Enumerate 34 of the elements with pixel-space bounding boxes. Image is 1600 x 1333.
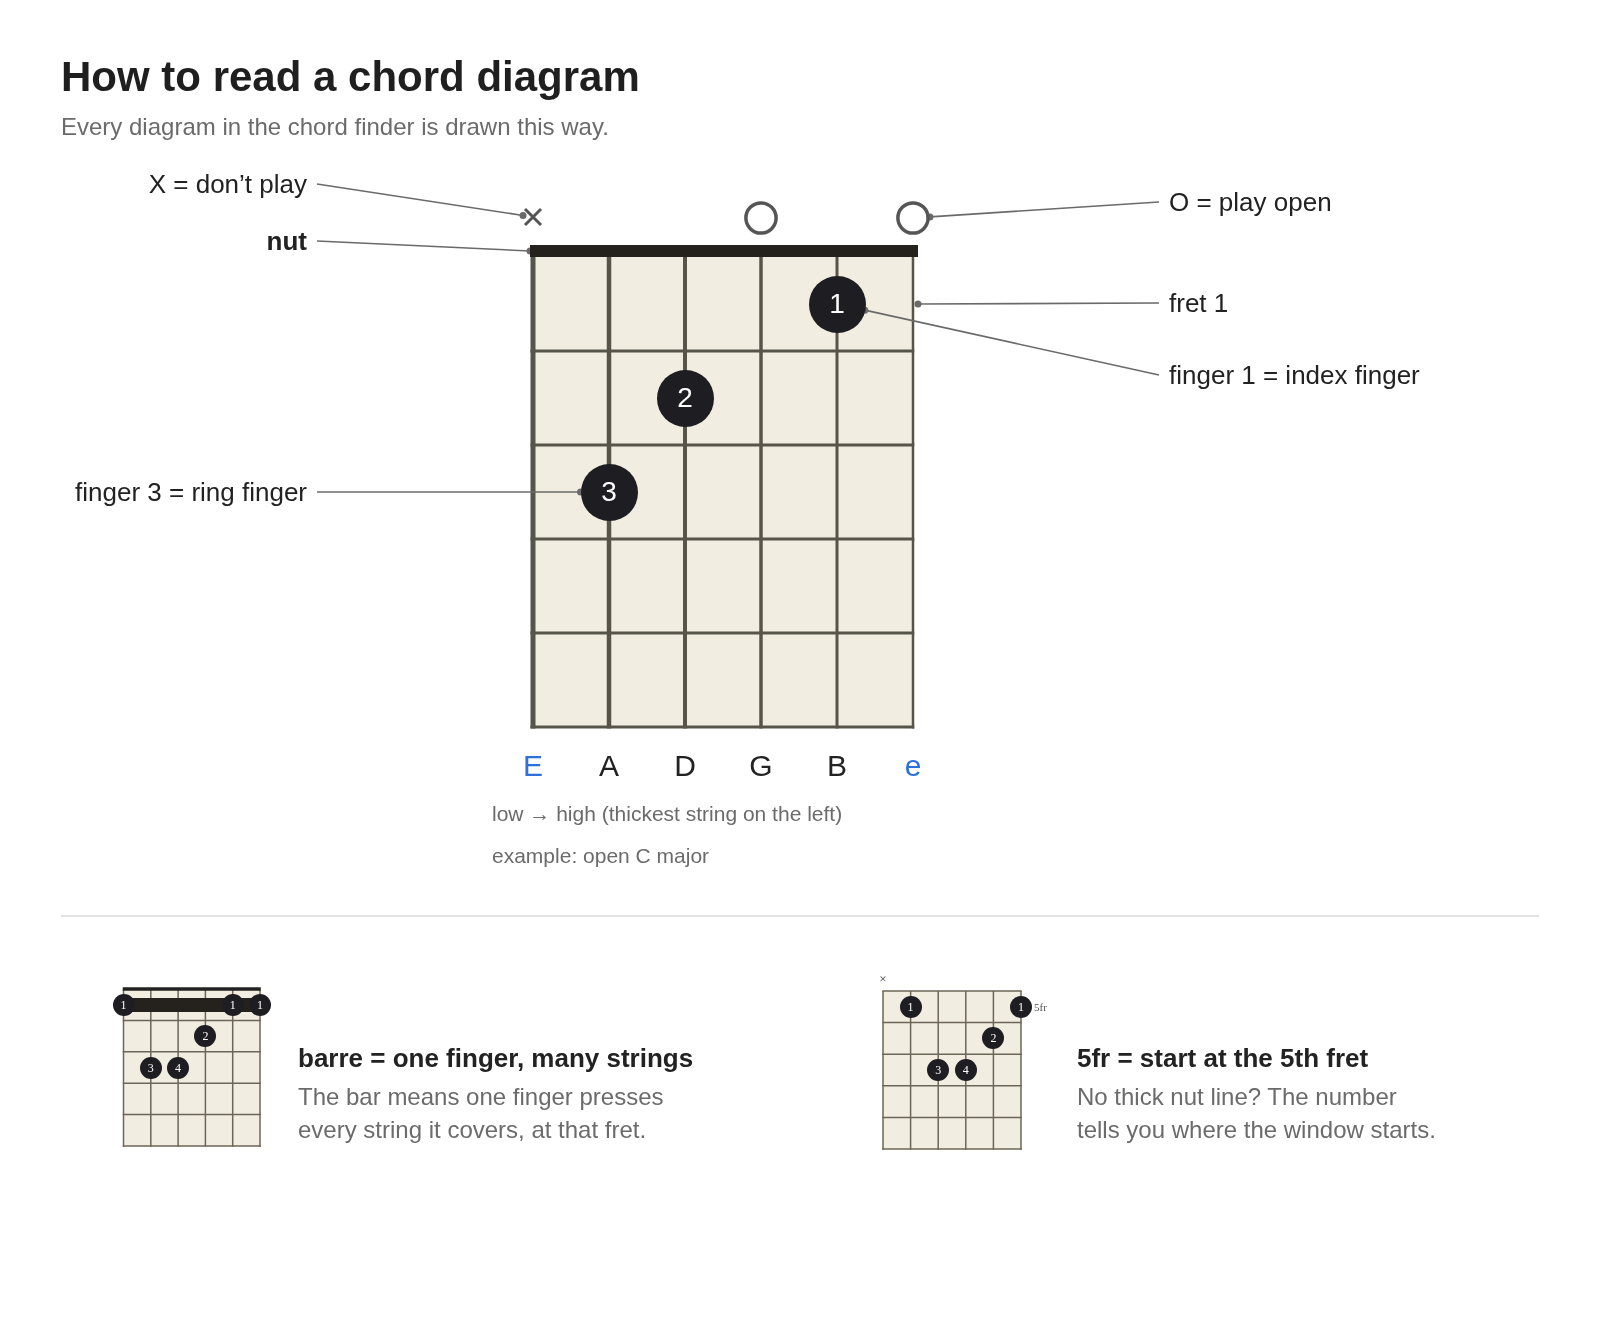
string-name: D <box>674 748 696 784</box>
x-mark-icon <box>523 207 543 227</box>
chord-grid <box>111 987 273 1148</box>
ring-icon <box>744 201 778 235</box>
leader-line <box>316 488 584 496</box>
string-name: E <box>523 748 543 784</box>
leader-line <box>926 201 1160 221</box>
leader-line <box>914 300 1160 308</box>
title: How to read a chord diagram <box>61 52 640 102</box>
note-text: example: open C major <box>492 843 710 869</box>
barre-bar <box>112 994 271 1016</box>
fret-number-label: 5fr <box>1034 1000 1047 1014</box>
fretboard-grid <box>530 245 918 729</box>
note-text: low → high (thickest string on the left) <box>492 801 843 827</box>
callout-label: X = don’t play <box>148 169 307 199</box>
string-name: e <box>904 748 922 784</box>
subtitle: Every diagram in the chord finder is drawn this way. <box>61 112 609 142</box>
tip-heading: 5fr = start at the 5th fret <box>1077 1042 1369 1074</box>
string-name: A <box>599 748 619 784</box>
callout-label: nut <box>266 226 307 256</box>
leader-line <box>316 183 527 219</box>
nut-bar <box>530 245 918 257</box>
string-name: G <box>749 748 773 784</box>
chord-grid <box>881 989 1033 1151</box>
callout-label: fret 1 <box>1169 288 1229 318</box>
tip-description: The bar means one finger presses every string it covers, at that fret. <box>298 1082 665 1145</box>
ring-icon <box>896 201 930 235</box>
tip-description: No thick nut line? The number tells you where the window starts. <box>1077 1082 1437 1145</box>
callout-label: finger 3 = ring finger <box>75 477 307 507</box>
mute-mark: × <box>879 972 887 986</box>
callout-label: O = play open <box>1169 187 1332 217</box>
tip-heading: barre = one finger, many strings <box>298 1042 694 1074</box>
callout-label: finger 1 = index finger <box>1169 360 1420 390</box>
string-name: B <box>827 748 847 784</box>
